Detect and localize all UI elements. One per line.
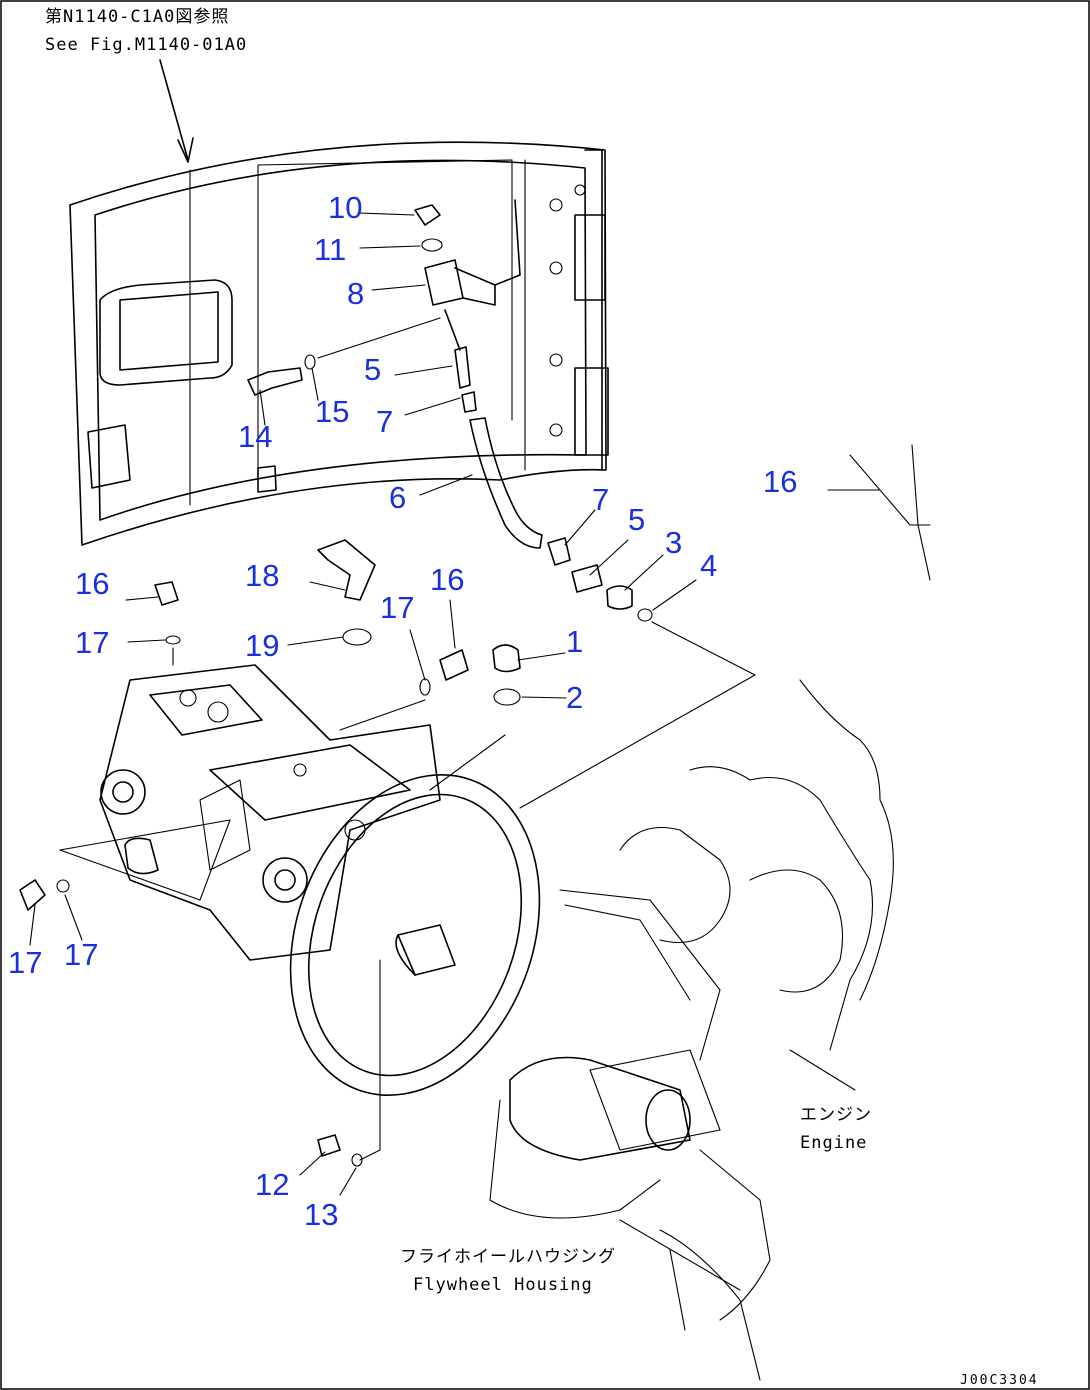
callout-17a: 17 [380, 590, 414, 625]
cover-panel [69, 141, 609, 546]
flywheel-label-en: Flywheel Housing [413, 1275, 593, 1295]
engine-label-jp: エンジン [800, 1105, 872, 1125]
engine [489, 679, 894, 1381]
leader-lines [29, 212, 697, 1196]
reference-arrow [159, 59, 194, 163]
callout-15: 16 [763, 464, 797, 499]
sensor-parts [247, 199, 756, 809]
pump-fittings [19, 539, 521, 1167]
flywheel-label-jp: フライホイールハウジング [400, 1247, 616, 1267]
callout-5b: 5 [628, 502, 645, 537]
callout-4: 4 [700, 548, 717, 583]
callout-13: 14 [238, 419, 272, 454]
callout-8: 8 [347, 276, 364, 311]
callout-16b: 16 [430, 562, 464, 597]
callout-17b: 17 [75, 625, 109, 660]
flywheel-flange [289, 773, 541, 1161]
callout-14: 15 [315, 394, 349, 429]
callout-2: 2 [566, 680, 583, 715]
hydraulic-pump [59, 664, 441, 961]
callout-17c: 17 [64, 937, 98, 972]
callout-5a: 5 [364, 352, 381, 387]
reference-note-en: See Fig.M1140-01A0 [45, 35, 247, 55]
callout-7a: 7 [376, 404, 393, 439]
reference-note-jp: 第N1140-C1A0図参照 [45, 7, 229, 27]
callout-16c: 17 [8, 945, 42, 980]
callout-1: 1 [566, 624, 583, 659]
callout-3: 3 [665, 525, 682, 560]
figure-code: J00C3304 [960, 1373, 1039, 1388]
callout-18: 18 [245, 558, 279, 593]
callout-10: 11 [314, 232, 346, 267]
engine-label-en: Engine [800, 1133, 867, 1153]
callout-12: 13 [304, 1197, 338, 1232]
callouts: 10 11 8 5 15 7 14 6 7 5 3 4 16 16 18 16 … [8, 190, 797, 1232]
callout-6: 6 [389, 480, 406, 515]
callout-7b: 7 [592, 482, 609, 517]
callout-19: 19 [245, 628, 279, 663]
callout-11: 12 [255, 1167, 289, 1202]
callout-16a: 16 [75, 566, 109, 601]
callout-9: 10 [328, 190, 362, 225]
bracket-15 [827, 444, 931, 581]
